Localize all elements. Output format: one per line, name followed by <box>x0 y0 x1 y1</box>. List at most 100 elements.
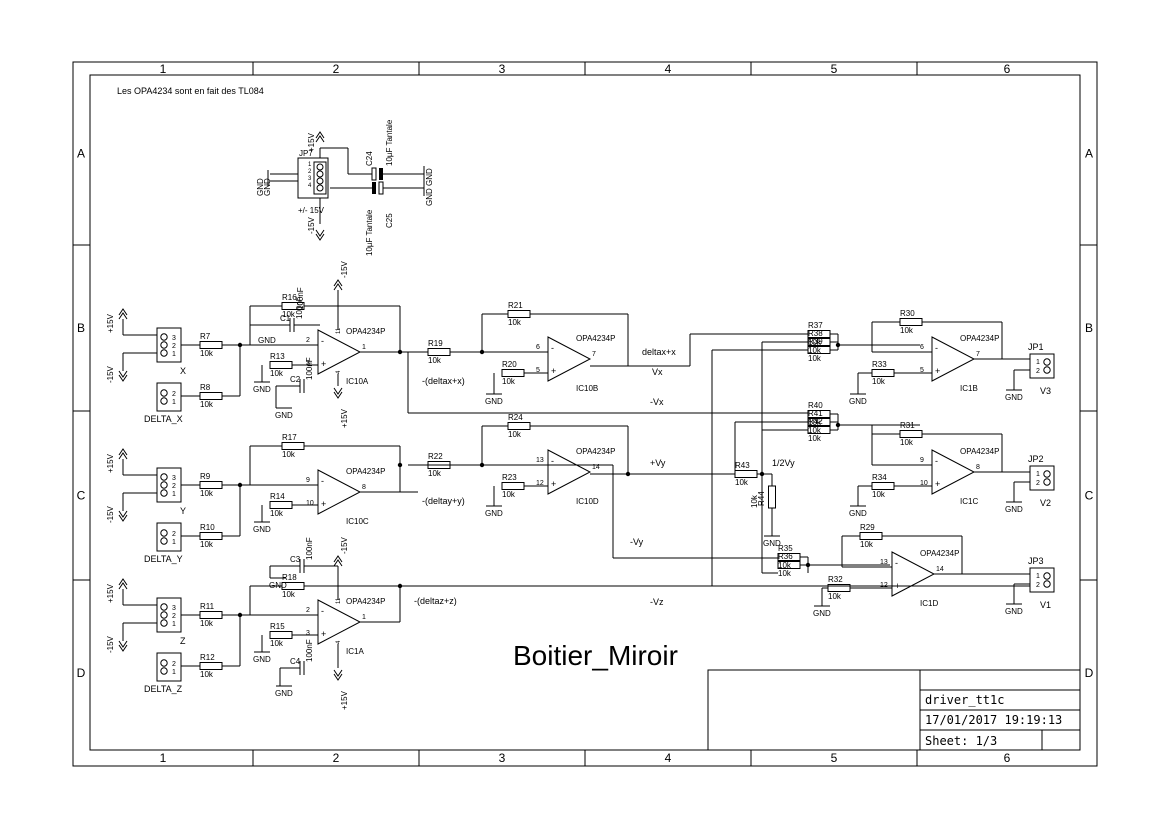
resistor-ref: R33 <box>872 360 887 369</box>
input-neg-label: -15V <box>106 635 115 653</box>
delta-connector-body <box>156 522 182 552</box>
resistor-body <box>768 485 776 509</box>
resistor-value: 10k <box>778 561 792 570</box>
delta-connector-pin <box>160 397 168 405</box>
junction-dot <box>805 562 811 568</box>
input-pin-number: 3 <box>172 335 176 342</box>
jp7-ref: JP7 <box>299 149 313 158</box>
input-pin-number: 2 <box>172 613 176 620</box>
net-label-dy: -(deltay+y) <box>422 496 465 506</box>
resistor-value: 10k <box>200 400 214 409</box>
opamp-part: OPA4234P <box>920 549 959 558</box>
opamp-part: OPA4234P <box>960 334 999 343</box>
opamp-supply-pin: 11 <box>336 327 342 334</box>
output-pin-number: 1 <box>1036 573 1040 580</box>
delta-connector-pin <box>160 667 168 675</box>
opamp-symbol <box>891 551 936 597</box>
resistor-value: 10k <box>808 338 822 347</box>
c25-value: 10µF Tantale <box>365 209 374 256</box>
resistor-ref: R40 <box>808 401 823 410</box>
col-label-top: 3 <box>499 62 506 76</box>
gnd-label: GND <box>253 525 271 534</box>
resistor-ref: R36 <box>778 552 793 561</box>
opamp-layer: -+231OPA4234PIC10A114-+9108OPA4234PIC10C… <box>306 327 999 656</box>
output-connector-pin <box>1043 572 1051 580</box>
supply-arrow <box>333 673 343 681</box>
delta-pin-number: 1 <box>172 669 176 676</box>
jp7-gnd-right-a: GND <box>425 168 434 186</box>
resistor-value: 10k <box>808 426 822 435</box>
input-pos-label: +15V <box>106 313 115 333</box>
resistor-value: 10k <box>282 590 296 599</box>
gnd-label: GND <box>763 539 781 548</box>
opamp-input-sign: - <box>321 606 324 616</box>
opamp-pin-number: 12 <box>536 480 544 487</box>
input-connector-pin <box>160 349 168 357</box>
resistor-body <box>269 631 293 639</box>
col-label-top: 5 <box>831 62 838 76</box>
delta-pin-number: 2 <box>172 531 176 538</box>
resistor-value: 10k <box>828 592 842 601</box>
input-pin-number: 1 <box>172 491 176 498</box>
junction-dot <box>759 471 765 477</box>
opamp-input-sign: + <box>935 479 940 489</box>
resistor-body <box>427 348 451 356</box>
gnd-label: GND <box>849 509 867 518</box>
input-neg-label: -15V <box>106 365 115 383</box>
resistor-value: 10k <box>735 478 749 487</box>
resistor-ref: R38 <box>808 329 823 338</box>
net-label-vy: +Vy <box>650 458 666 468</box>
resistor-value: 10k <box>900 438 914 447</box>
supply-arrow <box>118 640 128 648</box>
delta-name: DELTA_X <box>144 414 183 424</box>
opamp-input-sign: - <box>551 456 554 466</box>
opamp-pin-number: 3 <box>306 630 310 637</box>
supply-arrow <box>333 555 343 563</box>
resistor-ref: R39 <box>808 337 823 346</box>
opamp-part: OPA4234P <box>346 467 385 476</box>
supply-arrow <box>333 387 343 395</box>
supply-label: +15V <box>340 408 349 428</box>
opamp-input-sign: + <box>321 359 326 369</box>
opamp-symbol <box>547 449 592 495</box>
opamp-symbol <box>547 336 592 382</box>
col-label-top: 2 <box>333 62 340 76</box>
supply-arrow <box>118 370 128 378</box>
resistor-value: 10k <box>200 619 214 628</box>
jp7-neg-label: -15V <box>307 216 316 234</box>
resistor-body <box>899 430 923 438</box>
col-label-bottom: 1 <box>160 751 167 765</box>
resistor-body <box>199 481 223 489</box>
resistor-ref: R20 <box>502 360 517 369</box>
opamp-pin-number: 5 <box>536 367 540 374</box>
resistor-ref: R15 <box>270 622 285 631</box>
resistor-ref: R17 <box>282 433 297 442</box>
output-ref: JP1 <box>1028 342 1044 352</box>
junction-dot <box>397 583 403 589</box>
junction-dot <box>835 342 841 348</box>
supply-layer: -15V+15V-15V+15V <box>118 260 349 710</box>
opamp-input-sign: - <box>935 343 938 353</box>
resistor-ref: R10 <box>200 523 215 532</box>
delta-pin-number: 1 <box>172 539 176 546</box>
row-label-right: C <box>1085 489 1094 503</box>
input-connector-pin <box>160 341 168 349</box>
row-label-left: D <box>77 666 86 680</box>
resistor-value: 10k <box>270 369 284 378</box>
cap-value: 100nF <box>305 639 314 662</box>
input-connector-pin <box>160 489 168 497</box>
title-block-name: driver_tt1c <box>925 693 1004 707</box>
opamp-input-sign: + <box>551 479 556 489</box>
resistor-value: 10k <box>860 540 874 549</box>
resistor-ref: R18 <box>282 573 297 582</box>
opamp-input-sign: - <box>935 456 938 466</box>
title-block: driver_tt1c 17/01/2017 19:19:13 Sheet: 1… <box>707 669 1081 751</box>
resistor-body <box>871 482 895 490</box>
col-label-bottom: 2 <box>333 751 340 765</box>
delta-connector-body <box>156 652 182 682</box>
opamp-ref: IC1C <box>960 497 978 506</box>
resistor-value: 10k <box>200 540 214 549</box>
opamp-part: OPA4234P <box>960 447 999 456</box>
c25-ref: C25 <box>385 213 394 228</box>
